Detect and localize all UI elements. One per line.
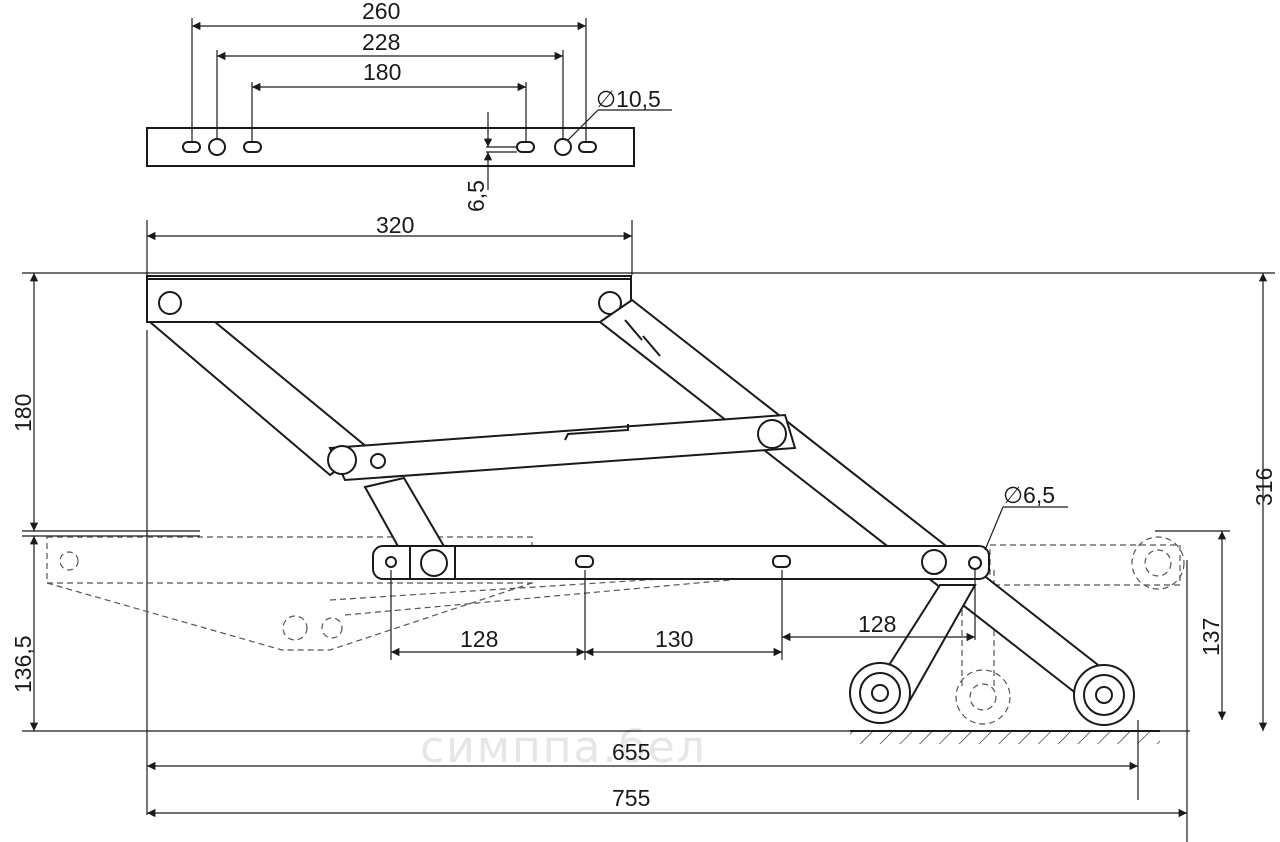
pivot-hole <box>757 419 787 449</box>
pivot-hole <box>370 453 386 469</box>
slot-hole <box>575 555 594 568</box>
dim-label-320: 320 <box>376 212 414 238</box>
top-plate-view: 260 228 180 ∅10,5 6,5 <box>146 0 672 212</box>
dim-label-hole-10-5: ∅10,5 <box>596 86 661 112</box>
floor-hatch <box>850 732 1160 744</box>
pivot-hole <box>158 291 182 315</box>
dim-label-hole-6-5: ∅6,5 <box>1003 482 1055 508</box>
hole-spacing-dims: 128 130 128 <box>390 570 976 660</box>
dimension-320: 320 <box>146 212 633 275</box>
leader-line-10-5 <box>567 109 599 141</box>
dim-label-128-right: 128 <box>858 611 896 637</box>
middle-bar <box>328 413 797 482</box>
slot-hole <box>772 555 791 568</box>
top-plate <box>146 127 635 167</box>
pivot-hole <box>420 549 448 577</box>
dim-label-180-top: 180 <box>363 59 401 85</box>
dim-label-655: 655 <box>612 739 650 765</box>
dim-label-130: 130 <box>655 626 693 652</box>
dim-label-6-5: 6,5 <box>463 180 489 212</box>
dim-label-755: 755 <box>612 785 650 811</box>
pivot-hole <box>385 556 397 568</box>
dim-label-137: 137 <box>1198 618 1224 656</box>
overall-length-dims: 655 755 <box>147 560 1188 842</box>
dim-label-260: 260 <box>362 0 400 24</box>
leader-line-6-5 <box>984 506 1004 551</box>
mechanism-open: ∅6,5 <box>146 275 1135 726</box>
dim-label-136-5: 136,5 <box>10 635 36 693</box>
top-bar <box>146 275 632 323</box>
base-bar <box>372 545 990 580</box>
pivot-hole <box>327 445 357 475</box>
pivot-hole <box>968 556 982 570</box>
dim-label-228: 228 <box>362 29 400 55</box>
pivot-hole <box>921 549 947 575</box>
watermark-text: симппа.бел <box>420 722 707 773</box>
slot-hole <box>578 141 597 153</box>
dim-label-128-left: 128 <box>460 626 498 652</box>
dim-label-180-left: 180 <box>10 394 36 432</box>
dim-label-316: 316 <box>1251 468 1277 506</box>
